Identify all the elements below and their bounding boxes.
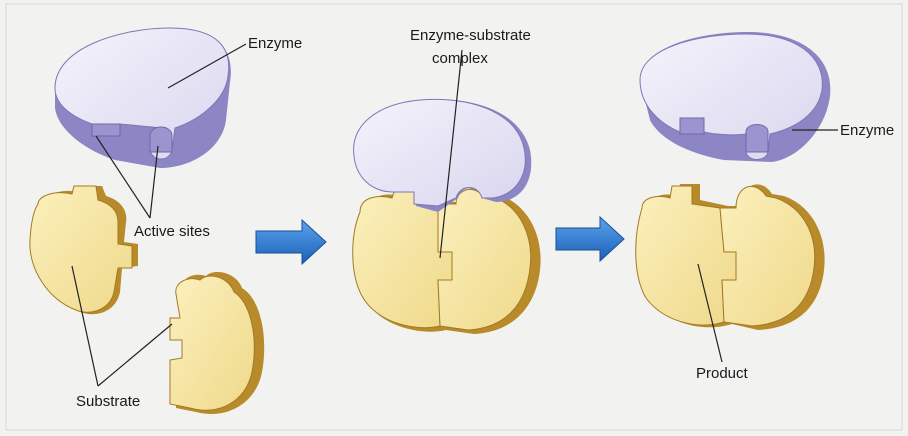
label-enzyme-right: Enzyme (840, 122, 894, 139)
label-active-sites: Active sites (134, 223, 210, 240)
enzyme-substrate-complex (353, 99, 541, 334)
label-complex-line1: Enzyme-substrate (410, 27, 531, 44)
label-complex-line2: complex (432, 50, 488, 67)
label-product: Product (696, 365, 749, 382)
label-substrate: Substrate (76, 393, 140, 410)
label-enzyme-left: Enzyme (248, 35, 302, 52)
